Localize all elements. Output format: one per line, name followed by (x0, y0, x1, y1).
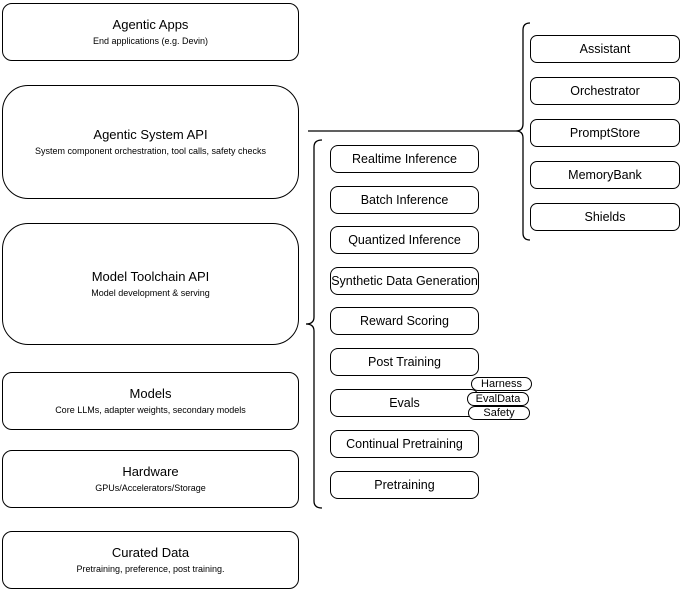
node-realtime-inference-label: Realtime Inference (352, 152, 457, 166)
node-realtime-inference: Realtime Inference (330, 145, 479, 173)
node-orchestrator: Orchestrator (530, 77, 680, 105)
node-batch-inference: Batch Inference (330, 186, 479, 214)
node-reward-scoring-label: Reward Scoring (360, 314, 449, 328)
node-continual-pretraining-label: Continual Pretraining (346, 437, 463, 451)
node-post-training: Post Training (330, 348, 479, 376)
node-promptstore: PromptStore (530, 119, 680, 147)
node-quantized-inference-label: Quantized Inference (348, 233, 461, 247)
node-models-title: Models (129, 386, 172, 401)
node-agentic-system-api-subtitle: System component orchestration, tool cal… (34, 146, 267, 156)
node-assistant: Assistant (530, 35, 680, 63)
brace-toolchain (305, 139, 323, 509)
node-agentic-system-api: Agentic System API System component orch… (2, 85, 299, 199)
pill-harness-label: Harness (481, 377, 522, 390)
node-agentic-apps: Agentic Apps End applications (e.g. Devi… (2, 3, 299, 61)
node-models: Models Core LLMs, adapter weights, secon… (2, 372, 299, 430)
node-models-subtitle: Core LLMs, adapter weights, secondary mo… (55, 405, 246, 415)
pill-safety-label: Safety (483, 406, 515, 419)
node-batch-inference-label: Batch Inference (360, 193, 449, 207)
node-hardware-subtitle: GPUs/Accelerators/Storage (95, 483, 206, 493)
node-shields-label: Shields (584, 210, 626, 224)
node-hardware: Hardware GPUs/Accelerators/Storage (2, 450, 299, 508)
node-hardware-title: Hardware (122, 464, 179, 479)
pill-harness: Harness (471, 377, 532, 391)
node-orchestrator-label: Orchestrator (570, 84, 640, 98)
node-curated-data-title: Curated Data (111, 545, 190, 560)
pill-evaldata-label: EvalData (475, 392, 521, 405)
node-pretraining: Pretraining (330, 471, 479, 499)
node-post-training-label: Post Training (368, 355, 441, 369)
node-evals-label: Evals (389, 396, 420, 410)
node-shields: Shields (530, 203, 680, 231)
node-evals: Evals (330, 389, 479, 417)
node-model-toolchain-api-title: Model Toolchain API (91, 269, 210, 284)
node-reward-scoring: Reward Scoring (330, 307, 479, 335)
node-continual-pretraining: Continual Pretraining (330, 430, 479, 458)
node-quantized-inference: Quantized Inference (330, 226, 479, 254)
node-agentic-system-api-title: Agentic System API (93, 127, 208, 142)
node-synthetic-data-generation-label: Synthetic Data Generation (331, 274, 478, 288)
node-agentic-apps-subtitle: End applications (e.g. Devin) (92, 36, 209, 46)
node-curated-data-subtitle: Pretraining, preference, post training. (76, 564, 225, 574)
node-pretraining-label: Pretraining (374, 478, 435, 492)
pill-safety: Safety (468, 406, 530, 420)
node-synthetic-data-generation: Synthetic Data Generation (330, 267, 479, 295)
node-memorybank: MemoryBank (530, 161, 680, 189)
node-agentic-apps-title: Agentic Apps (112, 17, 189, 32)
node-curated-data: Curated Data Pretraining, preference, po… (2, 531, 299, 589)
brace-system-components (515, 22, 531, 241)
node-model-toolchain-api: Model Toolchain API Model development & … (2, 223, 299, 345)
pill-evaldata: EvalData (467, 392, 529, 406)
node-model-toolchain-api-subtitle: Model development & serving (91, 288, 210, 298)
node-promptstore-label: PromptStore (569, 126, 641, 140)
node-assistant-label: Assistant (579, 42, 631, 56)
node-memorybank-label: MemoryBank (568, 168, 642, 182)
